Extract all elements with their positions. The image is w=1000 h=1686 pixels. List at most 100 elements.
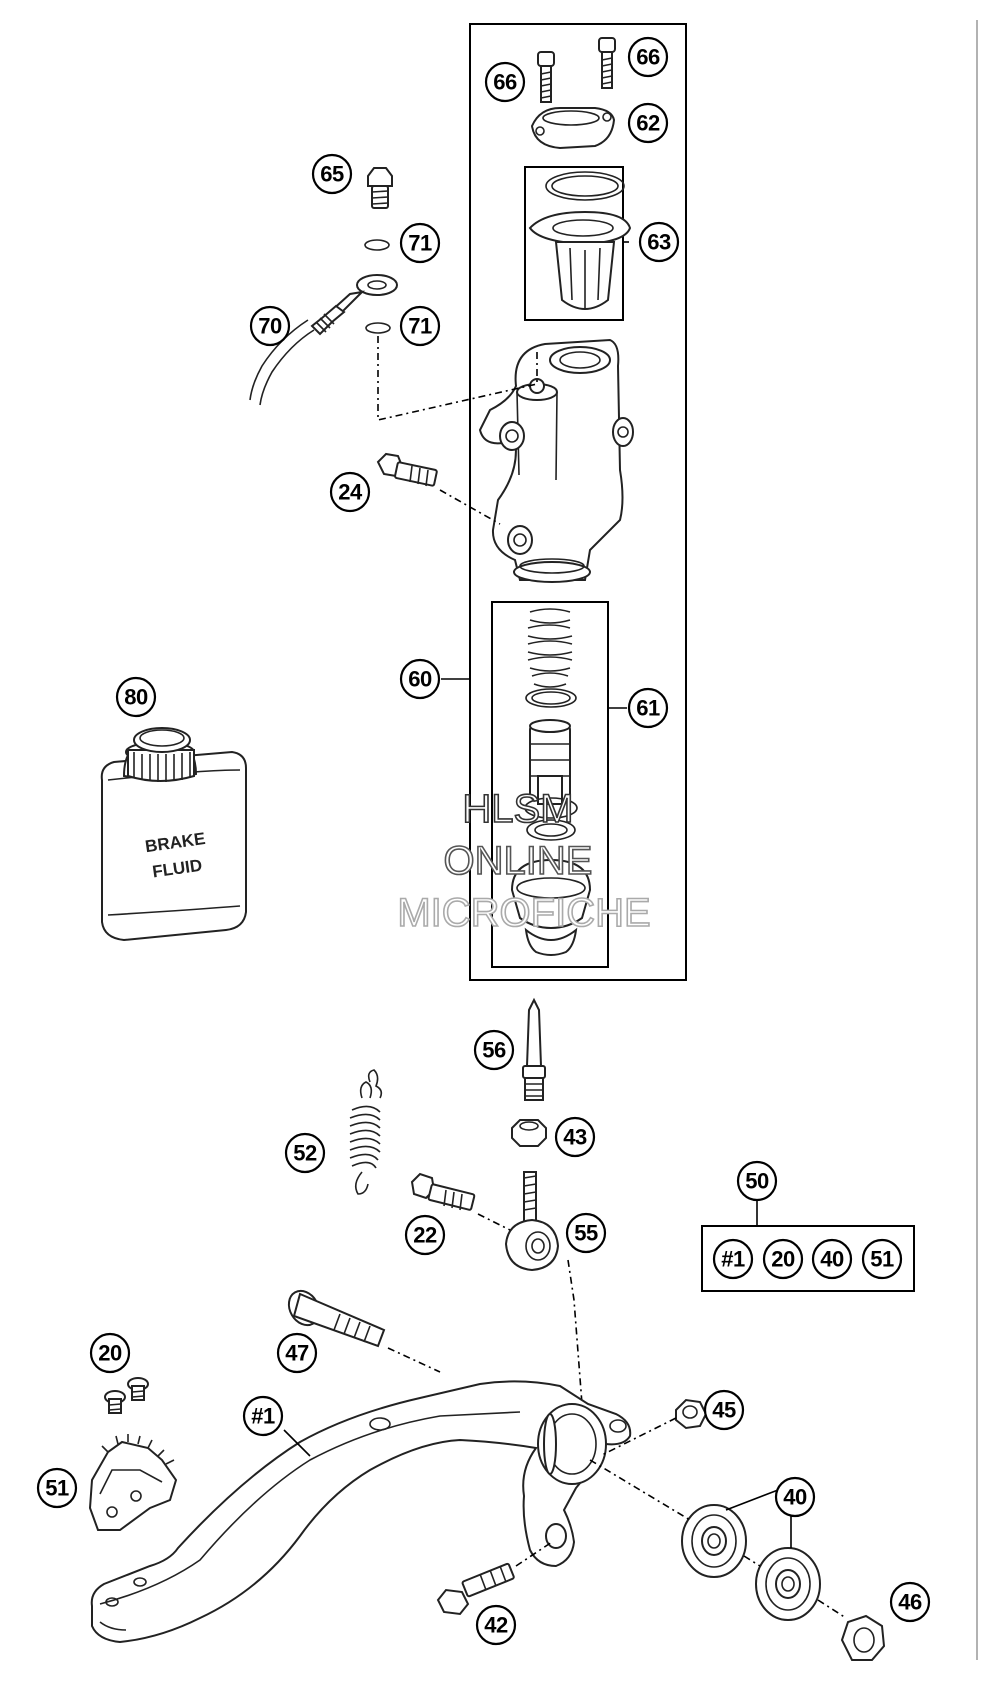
callout-22: 22 — [404, 1214, 446, 1256]
callout-42: 42 — [475, 1604, 517, 1646]
callout-80: 80 — [115, 676, 157, 718]
svg-text:66: 66 — [636, 45, 660, 70]
callout-55: 55 — [565, 1212, 607, 1254]
svg-text:50: 50 — [745, 1169, 769, 1194]
callout-46: 46 — [889, 1581, 931, 1623]
callout-24: 24 — [329, 471, 371, 513]
svg-text:71: 71 — [408, 231, 432, 256]
svg-text:42: 42 — [484, 1613, 508, 1638]
screws-20 — [104, 1377, 149, 1414]
bolt-22 — [410, 1172, 476, 1211]
washer-71-top — [364, 239, 390, 251]
callout-1: #1 — [242, 1395, 284, 1437]
kit-item-51: 51 — [861, 1238, 903, 1280]
svg-text:40: 40 — [783, 1485, 807, 1510]
watermark-line1: HLSM — [462, 787, 573, 831]
svg-text:47: 47 — [285, 1341, 309, 1366]
callout-63: 63 — [638, 221, 680, 263]
callout-50: 50 — [736, 1160, 778, 1202]
pushrod-56 — [522, 997, 546, 1101]
screw-66-left — [537, 51, 555, 103]
dash-axle-line — [589, 1459, 847, 1619]
svg-text:71: 71 — [408, 314, 432, 339]
svg-text:55: 55 — [574, 1221, 598, 1246]
washer-71-bottom — [365, 322, 391, 334]
kit-box-50 — [701, 1225, 915, 1292]
callout-61: 61 — [627, 687, 669, 729]
callout-40: 40 — [774, 1476, 816, 1518]
banjo-bolt-65 — [367, 167, 393, 209]
footrest-51 — [88, 1434, 178, 1531]
clip-small — [367, 1069, 383, 1099]
reservoir-kit-box — [524, 166, 624, 321]
callout-45: 45 — [703, 1389, 745, 1431]
kit-item-1: #1 — [712, 1238, 754, 1280]
callout-52: 52 — [284, 1132, 326, 1174]
bolt-47 — [287, 1289, 386, 1348]
svg-text:51: 51 — [45, 1476, 69, 1501]
dash-bolt-47 — [387, 1347, 441, 1373]
svg-text:24: 24 — [338, 480, 363, 505]
svg-text:70: 70 — [258, 314, 282, 339]
dash-nut-45 — [599, 1417, 677, 1457]
svg-text:80: 80 — [124, 685, 148, 710]
reservoir-63 — [528, 171, 632, 310]
nut-46 — [840, 1614, 886, 1661]
lead-1 — [283, 1429, 311, 1457]
svg-text:43: 43 — [563, 1125, 587, 1150]
bolt-24 — [376, 452, 438, 487]
callout-66-right: 66 — [627, 36, 669, 78]
svg-text:65: 65 — [320, 162, 344, 187]
svg-text:52: 52 — [293, 1141, 317, 1166]
svg-text:62: 62 — [636, 111, 660, 136]
svg-text:#1: #1 — [251, 1404, 275, 1429]
screw-66-right — [598, 37, 616, 89]
brake-pedal-1 — [90, 1380, 632, 1644]
watermark: HLSM ONLINE MICROFICHE — [397, 786, 652, 936]
svg-text:63: 63 — [647, 230, 671, 255]
dash-clevis-to-lever — [567, 1259, 583, 1405]
kit-item-20: 20 — [762, 1238, 804, 1280]
dash-bolt-24 — [439, 489, 501, 525]
svg-text:61: 61 — [636, 696, 660, 721]
callout-20: 20 — [89, 1332, 131, 1374]
nut-43 — [511, 1119, 547, 1147]
svg-text:20: 20 — [771, 1247, 795, 1272]
svg-text:60: 60 — [408, 667, 432, 692]
callout-71-bottom: 71 — [399, 305, 441, 347]
svg-text:56: 56 — [482, 1038, 506, 1063]
clevis-55 — [504, 1171, 560, 1272]
piston-kit-box — [491, 601, 609, 968]
svg-text:20: 20 — [98, 1341, 122, 1366]
dash-bolt-22 — [477, 1213, 511, 1231]
bearing-40-b — [755, 1547, 821, 1621]
callout-71-top: 71 — [399, 222, 441, 264]
svg-text:22: 22 — [413, 1223, 437, 1248]
piston-kit-61 — [510, 608, 592, 956]
master-cylinder-box — [469, 23, 687, 981]
spring-52 — [349, 1081, 381, 1195]
reservoir-cover-62 — [530, 107, 616, 150]
callout-65: 65 — [311, 153, 353, 195]
dash-hose-to-cylinder — [377, 336, 538, 422]
svg-text:66: 66 — [493, 70, 517, 95]
callout-51: 51 — [36, 1467, 78, 1509]
svg-text:40: 40 — [820, 1247, 844, 1272]
callout-47: 47 — [276, 1332, 318, 1374]
svg-text:#1: #1 — [721, 1247, 745, 1272]
svg-text:45: 45 — [712, 1398, 736, 1423]
callout-43: 43 — [554, 1116, 596, 1158]
watermark-line3: MICROFICHE — [397, 891, 650, 935]
kit-item-40: 40 — [811, 1238, 853, 1280]
callout-66-left: 66 — [484, 61, 526, 103]
brake-fluid-bottle-80: BRAKE FLUID — [100, 727, 247, 942]
bolt-42 — [436, 1562, 515, 1616]
callout-56: 56 — [473, 1029, 515, 1071]
nut-45 — [675, 1398, 708, 1430]
bearing-40-a — [681, 1504, 747, 1578]
callout-70: 70 — [249, 305, 291, 347]
dash-bolt-42 — [515, 1541, 553, 1567]
brake-hose-70 — [249, 274, 398, 406]
svg-text:46: 46 — [898, 1590, 922, 1615]
